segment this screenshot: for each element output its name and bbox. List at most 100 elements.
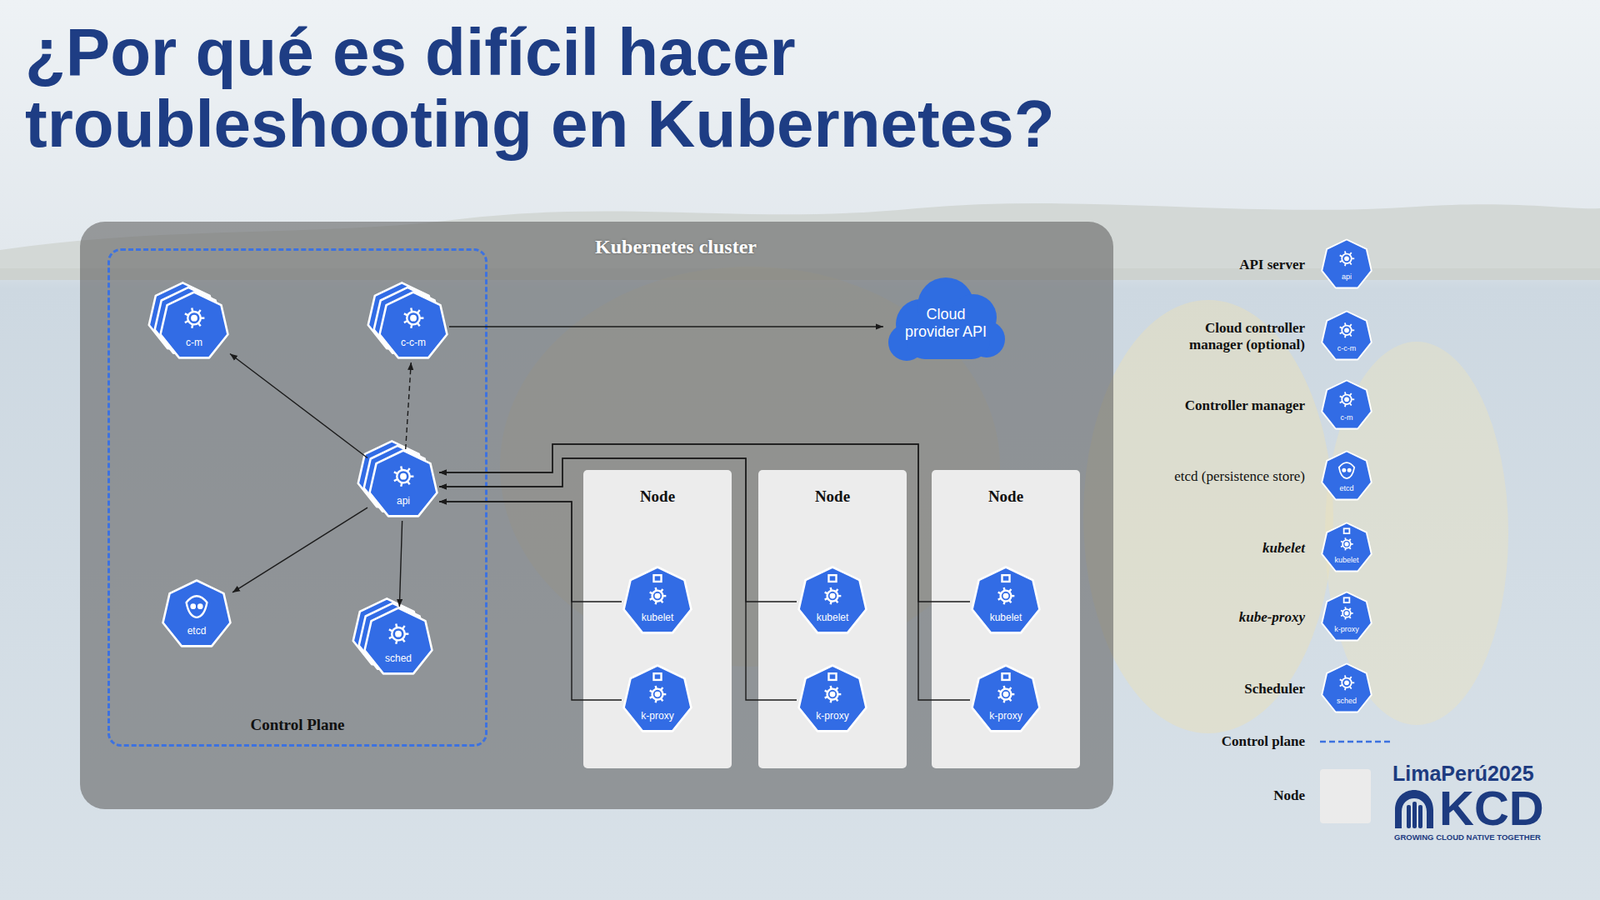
- icon-heptagon: [1320, 450, 1374, 504]
- heptagon-shape: [1321, 451, 1371, 500]
- gear-tooth: [829, 685, 832, 690]
- gear-tooth: [394, 471, 398, 474]
- heptagon-shape: [799, 665, 867, 732]
- logo-finger: [1418, 805, 1423, 829]
- legend-item: kubeletkubelet: [1163, 519, 1414, 578]
- gear-tooth: [407, 481, 410, 485]
- component-icon: kubelet: [621, 565, 694, 638]
- icon-glyph: [404, 308, 425, 329]
- gear-tooth: [1351, 329, 1355, 331]
- legend-label: Cloud controller manager (optional): [1163, 320, 1305, 354]
- gear-tooth: [400, 482, 402, 487]
- gear-ring: [1341, 678, 1352, 689]
- gear-tooth: [1344, 548, 1346, 551]
- heptagon-shape: [163, 580, 231, 647]
- gear-ring: [391, 627, 405, 640]
- gear-tooth: [654, 699, 657, 703]
- connector-arrow: [399, 520, 402, 607]
- gear-tooth: [825, 690, 828, 693]
- icon-heptagon: [367, 449, 440, 521]
- gear-tooth: [185, 313, 189, 315]
- gear-hub: [1345, 397, 1349, 401]
- gear-hub: [655, 692, 660, 697]
- connector-arrow: [439, 458, 797, 700]
- gear-hub: [410, 315, 415, 320]
- gear-tooth: [417, 323, 420, 327]
- gear-hub: [830, 692, 835, 697]
- gear-ring: [827, 689, 839, 700]
- component-icon: c-m: [158, 290, 230, 363]
- icon-label: c-c-m: [1337, 344, 1357, 354]
- icon-glyph: [1340, 322, 1355, 338]
- legend-icon: etcd: [1320, 450, 1374, 504]
- heptagon-shape: [1321, 664, 1371, 713]
- gear-tooth: [1340, 541, 1344, 543]
- icon-label: etcd: [1339, 484, 1354, 494]
- gear-tooth: [1349, 608, 1351, 610]
- gear-tooth: [402, 639, 405, 643]
- icon-glyph: [394, 466, 415, 487]
- gear-tooth: [1340, 255, 1343, 256]
- gear-hub: [1345, 256, 1349, 260]
- gear-tooth: [660, 589, 663, 592]
- gear-tooth: [837, 693, 841, 695]
- icon-heptagon: [1320, 662, 1374, 716]
- icon-glyph: [389, 624, 410, 645]
- heptagon-shape: [1321, 380, 1371, 430]
- gear-tooth: [1344, 391, 1347, 395]
- gear-ring: [652, 590, 664, 602]
- legend-item: Control plane: [1163, 712, 1414, 771]
- slide-title: ¿Por qué es difícil hacer troubleshootin…: [25, 16, 1192, 160]
- cube-glyph: [1001, 673, 1010, 680]
- gear-tooth: [1009, 600, 1011, 603]
- heptagon-shape: [365, 608, 433, 675]
- gear-tooth: [835, 687, 838, 690]
- gear-tooth: [835, 698, 838, 701]
- component-icon: c-c-m: [377, 290, 450, 363]
- legend-icon: kubelet: [1320, 521, 1374, 575]
- icon-label: sched: [385, 652, 412, 665]
- legend-label: Controller manager: [1163, 397, 1305, 415]
- gear-tooth: [1344, 404, 1347, 407]
- icon-label: k-proxy: [815, 710, 849, 722]
- icon-heptagon: [621, 565, 694, 638]
- gear-tooth: [1009, 589, 1011, 592]
- icon-glyph: [650, 575, 667, 605]
- cube-glyph: [828, 673, 836, 680]
- gear-tooth: [1344, 675, 1347, 678]
- icon-label: c-c-m: [400, 336, 426, 349]
- icon-glyph: [185, 308, 205, 329]
- gear-tooth: [1002, 587, 1005, 591]
- legend-icon: c-c-m: [1320, 310, 1374, 364]
- gear-hub: [655, 594, 660, 599]
- legend-item: Schedulersched: [1163, 660, 1414, 719]
- icon-label: kubelet: [641, 611, 675, 624]
- gear-tooth: [1350, 403, 1352, 406]
- gear-tooth: [660, 600, 663, 603]
- icon-glyph: [650, 673, 667, 703]
- heptagon-shape: [160, 292, 229, 359]
- gear-tooth: [1002, 600, 1005, 605]
- icon-heptagon: [158, 290, 230, 363]
- control-plane-region: c-mc-c-mapietcdschedControl Plane: [107, 248, 488, 747]
- icon-heptagon: [1320, 379, 1374, 433]
- gear-tooth: [404, 320, 408, 323]
- kcd-logo-hands: [1395, 790, 1434, 829]
- cloud-shape: Cloud provider API: [883, 272, 1009, 366]
- gear-tooth: [825, 696, 828, 699]
- gear-tooth: [1009, 698, 1011, 701]
- component-icon: kubelet: [796, 565, 869, 638]
- legend-item: etcd (persistence store)etcd: [1163, 447, 1414, 506]
- gear-ring: [1000, 689, 1012, 700]
- gear-tooth: [410, 308, 412, 313]
- icon-label: api: [1341, 272, 1352, 282]
- gear-ring: [187, 311, 200, 325]
- etcd-eye: [1342, 469, 1345, 472]
- heptagon-shape: [380, 292, 448, 359]
- cube-glyph: [828, 575, 836, 582]
- gear-tooth: [837, 595, 841, 597]
- gear-tooth: [1340, 610, 1344, 612]
- gear-tooth: [654, 685, 657, 690]
- cube-glyph: [1344, 528, 1350, 534]
- node-box: kubeletk-proxyNode: [583, 470, 732, 769]
